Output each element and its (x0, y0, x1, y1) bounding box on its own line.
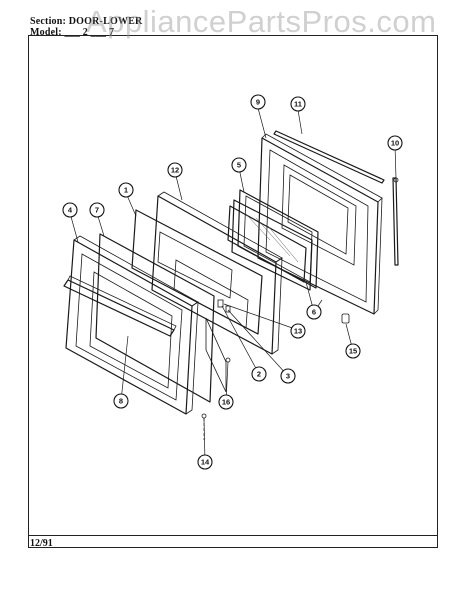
part-hinge-bracket (217, 299, 224, 308)
callout-15: 15 (345, 343, 361, 359)
callout-1: 1 (118, 182, 134, 198)
callout-7: 7 (89, 202, 105, 218)
part-screw-14 (201, 413, 207, 419)
svg-text:10: 10 (391, 139, 399, 148)
part-baffle (131, 209, 263, 335)
callout-10: 10 (387, 135, 403, 151)
part-bumper-15 (341, 313, 350, 324)
section-title: Section: DOOR-LOWER (30, 16, 143, 27)
svg-text:12: 12 (171, 166, 179, 175)
svg-text:4: 4 (68, 206, 73, 215)
callout-14: 14 (197, 454, 213, 470)
callout-9: 9 (250, 94, 266, 110)
svg-text:9: 9 (256, 98, 260, 107)
svg-text:14: 14 (201, 458, 210, 467)
part-glass-frame (237, 189, 319, 289)
part-handle (63, 275, 177, 337)
svg-text:2: 2 (257, 370, 261, 379)
part-screw-16 (225, 357, 231, 363)
callout-13: 13 (290, 323, 306, 339)
diagram-frame (28, 35, 438, 548)
svg-text:15: 15 (349, 347, 357, 356)
part-glass-panels (227, 199, 313, 291)
part-side-strip (392, 177, 399, 266)
svg-text:11: 11 (294, 100, 302, 109)
date-code: 12/91 (30, 538, 53, 549)
part-inner-liner (257, 133, 383, 315)
callout-16: 16 (218, 394, 234, 410)
callout-6: 6 (306, 304, 322, 320)
svg-text:1: 1 (124, 186, 128, 195)
callout-11: 11 (290, 96, 306, 112)
watermark: AppliancePartsPros.com (86, 4, 437, 39)
svg-text:7: 7 (95, 206, 99, 215)
part-top-trim (273, 130, 385, 184)
svg-text:6: 6 (312, 308, 316, 317)
callout-3: 3 (280, 368, 296, 384)
svg-text:3: 3 (286, 372, 290, 381)
svg-text:16: 16 (222, 398, 230, 407)
callout-5: 5 (231, 157, 247, 173)
callout-12: 12 (167, 162, 183, 178)
callout-2: 2 (251, 366, 267, 382)
model-title: Model: ___ 2 ___ 7 (30, 27, 115, 38)
callout-4: 4 (62, 202, 78, 218)
svg-text:13: 13 (294, 327, 302, 336)
callout-8: 8 (113, 393, 129, 409)
part-outer-glass (95, 233, 215, 403)
svg-text:5: 5 (237, 161, 241, 170)
footer-divider (28, 535, 438, 536)
callouts: 9 11 10 5 12 1 7 4 6 13 3 2 16 8 14 15 (62, 94, 403, 470)
part-outer-door (65, 235, 199, 415)
svg-text:8: 8 (119, 397, 123, 406)
